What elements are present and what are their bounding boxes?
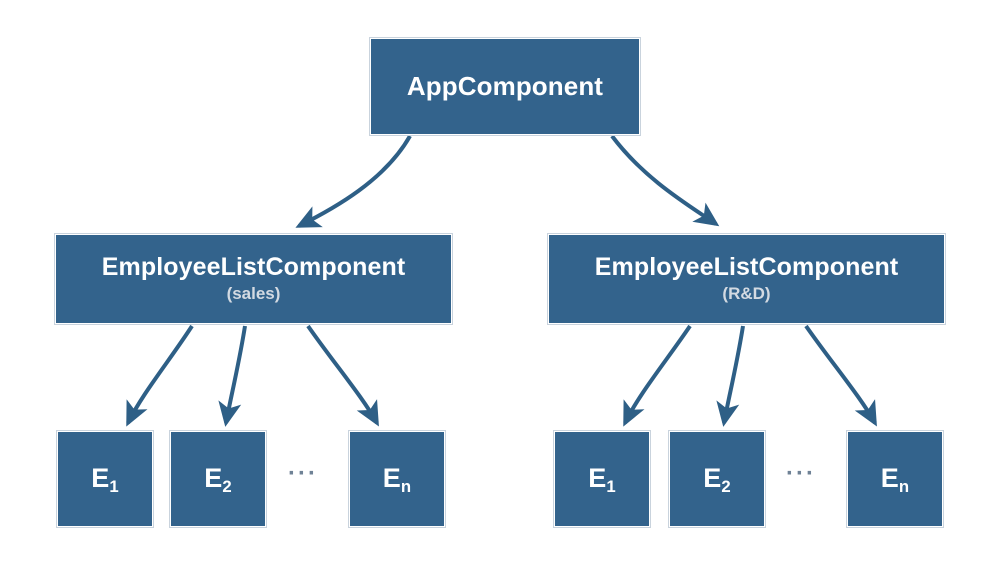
node-employee-left-2-label: E2 — [204, 463, 232, 496]
edge-app-to-rd — [610, 134, 720, 227]
node-employee-right-n-label: En — [880, 463, 910, 496]
node-employee-right-n-base: E — [880, 463, 899, 494]
node-employee-left-1-label: E1 — [91, 463, 119, 496]
node-employee-right-2-label: E2 — [703, 463, 731, 496]
node-employee-left-n[interactable]: En — [348, 430, 446, 528]
node-employee-list-rd-label: EmployeeListComponent — [594, 253, 899, 282]
edge-sales-to-en — [306, 324, 379, 427]
node-employee-right-1-base: E — [588, 463, 607, 494]
edge-rd-to-e1 — [623, 324, 692, 427]
node-employee-left-n-base: E — [382, 463, 401, 494]
node-employee-right-n-sub: n — [898, 476, 910, 496]
edge-sales-to-e1 — [126, 324, 194, 427]
edge-rd-to-en — [804, 324, 877, 427]
node-employee-left-2[interactable]: E2 — [169, 430, 267, 528]
ellipsis-right: ··· — [786, 460, 816, 487]
node-employee-left-2-base: E — [204, 463, 223, 494]
node-employee-right-1[interactable]: E1 — [553, 430, 651, 528]
node-employee-left-1-base: E — [91, 463, 110, 494]
node-employee-list-component-sales[interactable]: EmployeeListComponent (sales) — [54, 233, 453, 325]
node-employee-right-1-sub: 1 — [606, 476, 616, 496]
node-employee-list-rd-sublabel: (R&D) — [722, 283, 771, 303]
node-employee-right-2-sub: 2 — [721, 476, 731, 496]
node-employee-left-2-sub: 2 — [222, 476, 232, 496]
node-employee-list-sales-label: EmployeeListComponent — [101, 253, 406, 282]
node-employee-list-sales-sublabel: (sales) — [226, 283, 281, 303]
node-employee-left-1-sub: 1 — [109, 476, 119, 496]
node-app-component[interactable]: AppComponent — [369, 37, 641, 136]
edge-app-to-sales — [295, 135, 412, 228]
node-app-component-label: AppComponent — [406, 71, 604, 102]
node-employee-right-2[interactable]: E2 — [668, 430, 766, 528]
node-employee-left-1[interactable]: E1 — [56, 430, 154, 528]
edge-rd-to-e2 — [716, 325, 745, 427]
ellipsis-left: ··· — [288, 460, 318, 487]
node-employee-right-1-label: E1 — [588, 463, 616, 496]
edge-sales-to-e2 — [218, 325, 247, 427]
node-employee-right-2-base: E — [703, 463, 722, 494]
node-employee-right-n[interactable]: En — [846, 430, 944, 528]
node-employee-left-n-sub: n — [400, 476, 412, 496]
node-employee-list-component-rd[interactable]: EmployeeListComponent (R&D) — [547, 233, 946, 325]
node-employee-left-n-label: En — [382, 463, 412, 496]
